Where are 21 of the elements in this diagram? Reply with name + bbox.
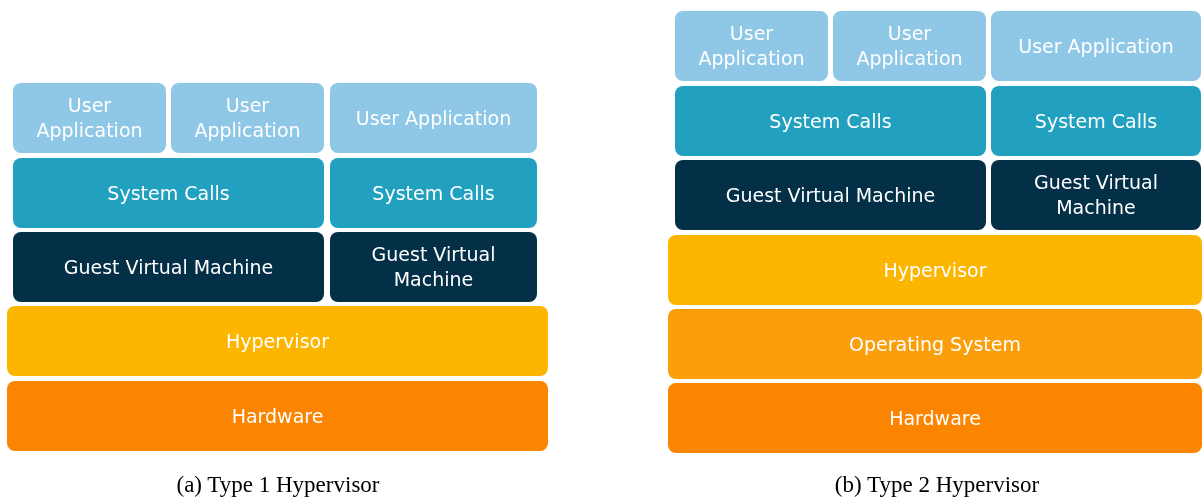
virtual-machine-layer: Guest Virtual Machine	[675, 160, 986, 230]
operating-system-layer: Operating System	[668, 309, 1202, 379]
system-calls-layer: System Calls	[675, 86, 986, 156]
figure-caption: (b) Type 2 Hypervisor	[834, 472, 1040, 498]
application-layer: User Application	[991, 11, 1201, 81]
hypervisor-layer: Hypervisor	[668, 235, 1202, 305]
hypervisor-layer: Hypervisor	[7, 306, 548, 376]
virtual-machine-layer: Guest Virtual Machine	[991, 160, 1201, 230]
system-calls-layer: System Calls	[13, 158, 324, 228]
system-calls-layer: System Calls	[330, 158, 537, 228]
application-layer: User Application	[675, 11, 828, 81]
application-layer: User Application	[13, 83, 166, 153]
application-layer: User Application	[171, 83, 324, 153]
virtual-machine-layer: Guest Virtual Machine	[13, 232, 324, 302]
application-layer: User Application	[833, 11, 986, 81]
virtual-machine-layer: Guest Virtual Machine	[330, 232, 537, 302]
system-calls-layer: System Calls	[991, 86, 1201, 156]
application-layer: User Application	[330, 83, 537, 153]
hardware-layer: Hardware	[668, 383, 1202, 453]
figure-caption: (a) Type 1 Hypervisor	[176, 472, 380, 498]
hardware-layer: Hardware	[7, 381, 548, 451]
